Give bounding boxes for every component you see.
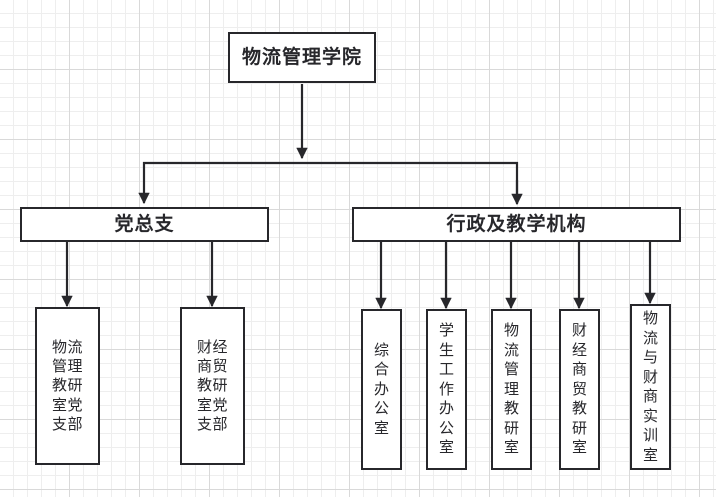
node-party-logistics[interactable]: 物流管理教研室党支部 <box>35 307 100 465</box>
node-student-affairs-office[interactable]: 学生工作办公室 <box>426 309 467 470</box>
node-finance-teaching-office-label: 财经商贸教研室 <box>571 321 587 457</box>
node-logistics-teaching-office[interactable]: 物流管理教研室 <box>491 309 532 470</box>
node-training-room[interactable]: 物流与财商实训室 <box>630 304 671 470</box>
node-party-logistics-label: 物流管理教研室党支部 <box>51 338 83 433</box>
node-party-finance[interactable]: 财经商贸教研室党支部 <box>180 307 245 465</box>
node-root-label: 物流管理学院 <box>241 46 362 69</box>
node-student-affairs-office-label: 学生工作办公室 <box>438 321 454 457</box>
node-logistics-teaching-office-label: 物流管理教研室 <box>503 321 519 457</box>
node-party-branch-label: 党总支 <box>114 213 175 236</box>
node-general-office-label: 综合办公室 <box>373 340 389 437</box>
node-admin-branch[interactable]: 行政及教学机构 <box>352 207 681 242</box>
node-general-office[interactable]: 综合办公室 <box>361 309 402 470</box>
node-party-finance-label: 财经商贸教研室党支部 <box>196 338 228 433</box>
node-admin-branch-label: 行政及教学机构 <box>446 213 587 236</box>
node-root[interactable]: 物流管理学院 <box>228 32 376 83</box>
node-party-branch[interactable]: 党总支 <box>20 207 269 242</box>
node-finance-teaching-office[interactable]: 财经商贸教研室 <box>559 309 600 470</box>
node-training-room-label: 物流与财商实训室 <box>642 309 658 464</box>
